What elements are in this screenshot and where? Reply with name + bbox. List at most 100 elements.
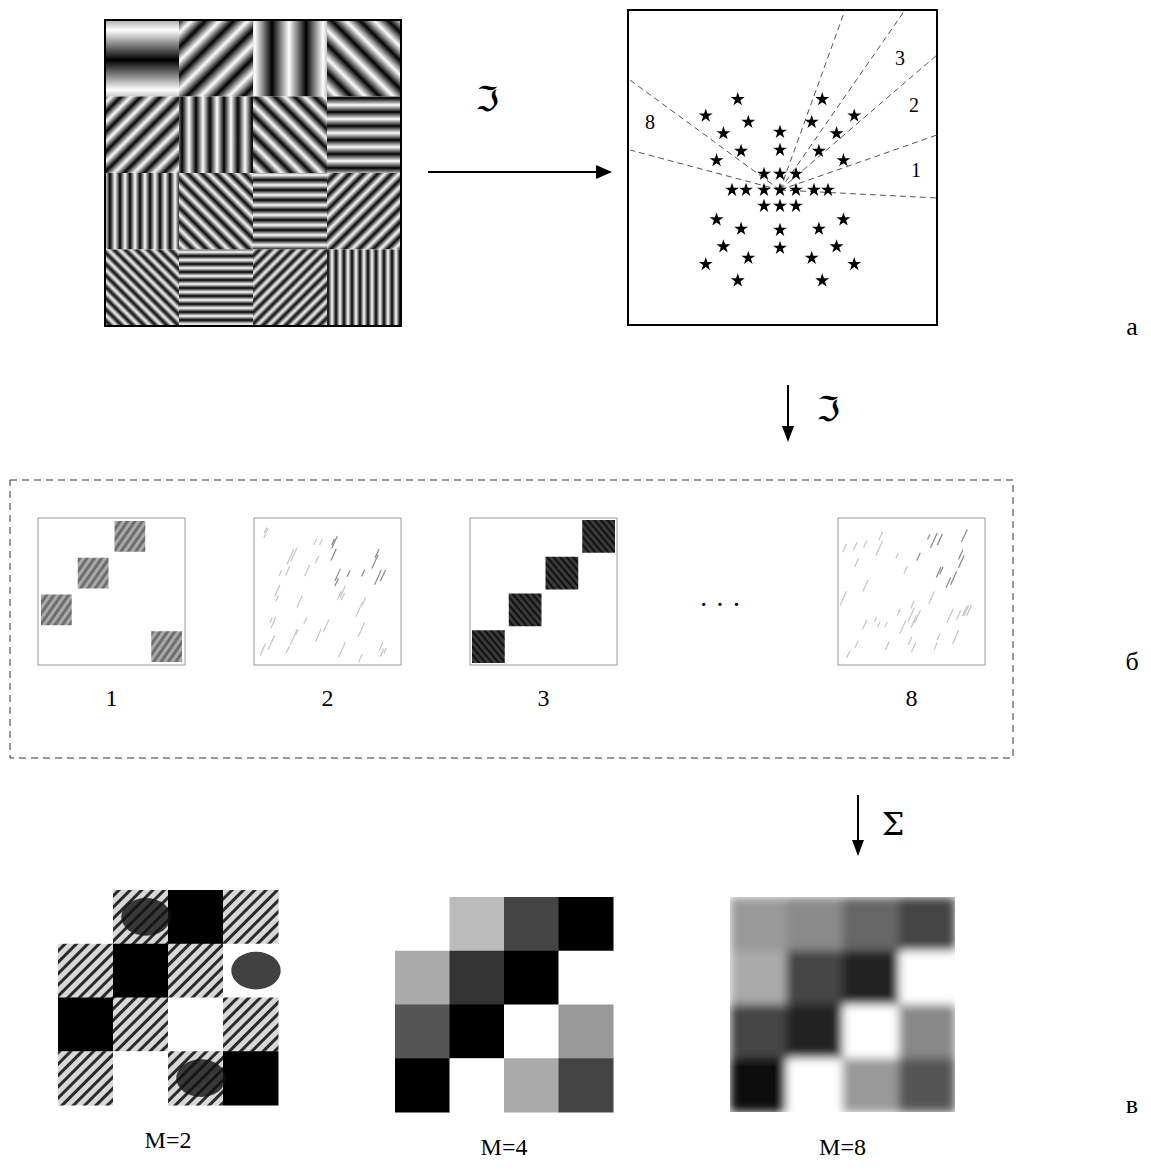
- segmentation-result: [730, 897, 956, 1113]
- residual-stroke: [961, 529, 967, 542]
- class-cell: [786, 951, 843, 1005]
- sector-line: [780, 55, 937, 190]
- residual-stroke: [957, 611, 961, 620]
- sector-line: [780, 190, 937, 198]
- grating-cell: [105, 250, 179, 327]
- panel-letter: б: [1123, 648, 1140, 677]
- class-cell: [113, 1051, 169, 1105]
- spectrum-peak: [734, 144, 748, 157]
- spectrum-peak: [731, 92, 745, 105]
- residual-stroke: [911, 642, 915, 652]
- dark-blob: [231, 952, 281, 990]
- class-cell: [450, 1005, 505, 1059]
- residual-stroke: [362, 597, 366, 605]
- panel-letter: в: [1124, 1091, 1140, 1120]
- residual-stroke: [864, 540, 867, 547]
- sector-line: [780, 10, 845, 190]
- residual-stroke: [297, 596, 302, 608]
- filtered-image: [254, 518, 401, 665]
- response-patch: [78, 558, 109, 589]
- spectrum-peak: [815, 92, 829, 105]
- spectrum-peak: [805, 251, 819, 264]
- residual-stroke: [878, 621, 881, 627]
- channel-number: 2: [250, 685, 405, 711]
- residual-stroke: [934, 643, 937, 650]
- residual-stroke: [380, 649, 384, 657]
- spectrum-peaks: [699, 92, 861, 286]
- residual-stroke: [940, 567, 943, 575]
- class-cell: [168, 944, 224, 998]
- grating-cell: [179, 20, 253, 97]
- grating-cell: [327, 173, 401, 250]
- class-cell: [899, 897, 955, 951]
- sector-number: 3: [893, 47, 907, 69]
- residual-stroke: [290, 630, 297, 645]
- residual-stroke: [937, 534, 942, 545]
- class-cell: [843, 951, 900, 1005]
- response-patch: [582, 520, 615, 553]
- residual-stroke: [340, 586, 345, 598]
- spectrum-peak: [757, 167, 771, 180]
- residual-stroke: [276, 596, 279, 602]
- residual-stroke: [305, 565, 310, 576]
- filtered-image-node: 3: [466, 518, 621, 711]
- response-patch: [509, 594, 542, 627]
- residual-stroke: [335, 578, 339, 586]
- grating-cell: [179, 250, 253, 327]
- spectrum-peak: [773, 199, 787, 212]
- sum-symbol: Σ: [880, 807, 907, 842]
- residual-stroke: [384, 648, 386, 654]
- spectrum-peak: [741, 115, 755, 128]
- residual-stroke: [911, 615, 917, 627]
- residual-stroke: [879, 531, 883, 540]
- residual-stroke: [947, 609, 953, 623]
- residual-stroke: [347, 570, 350, 577]
- residual-stroke: [320, 539, 323, 545]
- mosaic-frame: [105, 20, 401, 326]
- residual-stroke: [356, 603, 362, 617]
- spectrum-peak: [773, 223, 787, 236]
- image-frame: [470, 518, 617, 665]
- residual-stroke: [287, 549, 294, 564]
- spectrum-peak: [731, 273, 745, 286]
- class-cell: [58, 890, 114, 944]
- residual-stroke: [324, 619, 329, 631]
- transform-arrow: [428, 165, 612, 179]
- class-cell: [113, 998, 169, 1052]
- filtered-image: [470, 518, 617, 665]
- sector-line: [780, 135, 937, 190]
- channel-number: 8: [834, 685, 989, 711]
- image-frame: [838, 518, 985, 665]
- residual-stroke: [900, 620, 906, 634]
- spectrum-peak: [734, 222, 748, 235]
- class-cell: [395, 951, 450, 1005]
- spectrum-peak: [699, 108, 713, 121]
- spectrum-peak: [773, 167, 787, 180]
- filtered-images: [38, 518, 985, 665]
- residual-stroke: [315, 629, 321, 641]
- spectrum-peak: [847, 108, 861, 121]
- spectrum-peak: [757, 199, 771, 212]
- residual-stroke: [897, 609, 900, 616]
- spectrum-peak: [773, 125, 787, 138]
- result-image-node: M=2: [54, 890, 282, 1153]
- class-cell: [504, 951, 559, 1005]
- channel-number: 3: [466, 685, 621, 711]
- residual-stroke: [874, 617, 876, 622]
- arrow-shaft: [857, 795, 859, 842]
- class-cell: [730, 897, 787, 951]
- residual-stroke: [304, 618, 307, 625]
- arrow-head: [852, 840, 864, 856]
- residual-stroke: [840, 591, 846, 605]
- spectrum-peak: [716, 126, 730, 139]
- residual-stroke: [375, 570, 382, 585]
- segmentation-result: [395, 897, 614, 1113]
- residual-stroke: [946, 577, 951, 587]
- grating-cell: [327, 97, 401, 174]
- class-cell: [395, 1058, 450, 1112]
- grating-cell: [105, 173, 179, 250]
- spectrum-peak: [847, 257, 861, 270]
- residual-stroke: [855, 641, 858, 648]
- class-cell: [450, 1058, 505, 1112]
